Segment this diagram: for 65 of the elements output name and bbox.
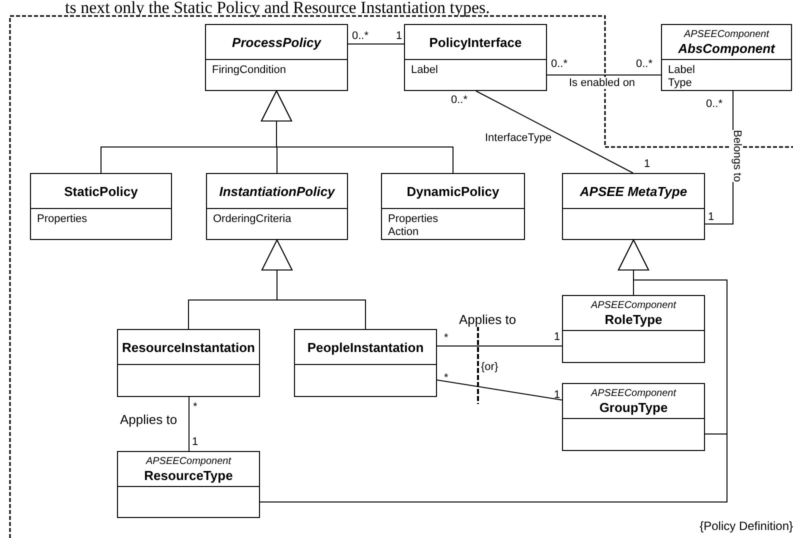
class-name: PeopleInstantation [307,340,424,354]
multiplicity-label: 0..* [551,58,568,70]
attribute-text: Properties [388,213,440,226]
edge-label: Applies to [459,313,516,328]
class-name: GroupType [599,400,668,414]
class-box [294,329,437,397]
attribute-text: Type [668,77,693,90]
attribute-text: Label [668,64,696,77]
stereotype-label: APSEEComponent [590,388,676,400]
multiplicity-label: 1 [554,331,560,344]
class-box [404,24,547,91]
class-name: ResourceType [144,468,233,482]
association-line [436,380,562,400]
multiplicity-label: 1 [644,158,650,170]
class-box [661,24,792,91]
class-name: StaticPolicy [64,184,138,198]
attribute-text: OrderingCriteria [213,213,292,226]
class-name: InstantiationPolicy [219,184,335,198]
class-name: PolicyInterface [429,34,522,50]
caption-text: ts next only the Static Policy and Resource Instantiation types. [65,0,490,15]
association-line [188,396,190,452]
class-box [117,329,260,397]
edge-label: Is enabled on [569,77,636,90]
constraint-label: {or} [481,361,498,374]
multiplicity-label: 1 [192,436,198,448]
generalization-arrow [261,90,454,174]
class-name: APSEE MetaType [580,184,688,198]
class-name: ResourceInstantation [122,340,255,354]
class-box [205,24,348,91]
multiplicity-label: 0..* [451,94,468,106]
class-name: AbsComponent [678,40,775,56]
class-box [562,383,705,451]
generalization-arrow [260,240,728,502]
attribute-text: Properties [37,213,88,226]
association-line [546,74,662,76]
class-box [562,173,705,240]
edge-label: InterfaceType [485,132,552,144]
multiplicity-label: 0..* [636,58,653,70]
stereotype-label: APSEEComponent [146,456,232,468]
class-box [381,173,525,240]
class-name: RoleType [604,312,662,326]
constraint-label: {Policy Definition} [700,520,793,534]
multiplicity-label: * [444,332,448,344]
multiplicity-label: 0..* [706,98,723,110]
multiplicity-label: * [193,401,198,414]
generalization-arrow [262,240,366,330]
stereotype-label: APSEEComponent [590,300,676,312]
class-box [562,295,705,363]
edge-label: Applies to [120,413,178,428]
multiplicity-label: 1 [554,389,560,402]
edge-label: Belongs to [731,130,743,182]
attribute-text: FiringCondition [212,64,287,77]
multiplicity-label: 1 [396,30,402,42]
multiplicity-label: 0..* [352,30,369,42]
class-name: DynamicPolicy [406,184,500,198]
class-name: ProcessPolicy [232,34,321,50]
class-box [30,173,172,240]
class-box [117,451,260,518]
attribute-text: Label [411,64,439,77]
stereotype-label: APSEEComponent [684,28,770,40]
multiplicity-label: 1 [708,211,714,224]
association-line [476,90,634,174]
attribute-text: Action [388,226,420,239]
class-box [206,173,348,240]
multiplicity-label: * [444,372,448,384]
